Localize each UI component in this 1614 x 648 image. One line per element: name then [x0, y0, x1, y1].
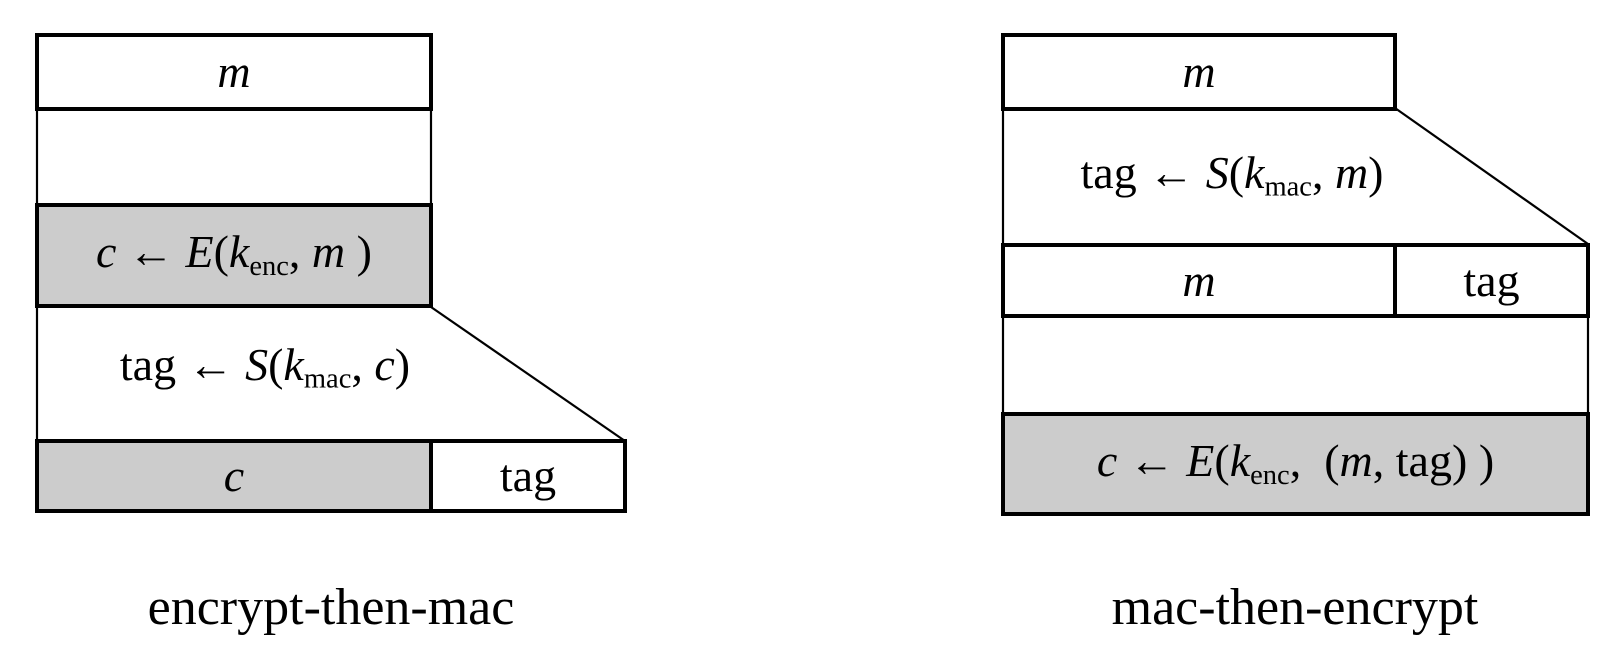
etm-message-box: m [35, 33, 433, 111]
paren-open: ( [1228, 146, 1245, 198]
arrow-left-glyph: ← [176, 338, 246, 390]
mte-message-box: m [1001, 33, 1397, 111]
mte-message-label: m [1182, 46, 1216, 97]
mte-row-tag-box: tag [1393, 243, 1590, 318]
subscript-mac: mac [1264, 171, 1312, 203]
mte-encrypt-box: c ← E(kenc, (m, tag) ) [1001, 412, 1590, 516]
etm-encrypt-box: c ← E(kenc, m ) [35, 203, 433, 308]
subscript-mac: mac [303, 363, 352, 395]
subscript-enc: enc [249, 251, 289, 283]
comma: , [351, 338, 375, 390]
paren-open: ( [1324, 434, 1340, 486]
func-E: E [185, 226, 214, 278]
mte-caption: mac-then-encrypt [1111, 579, 1479, 636]
subscript-enc: enc [1250, 459, 1290, 491]
var-m: m [311, 226, 346, 278]
etm-encrypt-formula: c ← E(kenc, m ) [96, 229, 372, 282]
etm-mac-formula: tag ← S(kmac, c) [119, 338, 411, 395]
comma: , [1372, 434, 1396, 486]
func-S: S [1205, 146, 1229, 198]
arrow-left-glyph: ← [1117, 434, 1187, 486]
paren-close: ) [1467, 434, 1495, 486]
word-tag: tag [1395, 434, 1452, 486]
var-k: k [1244, 146, 1265, 198]
word-tag: tag [1080, 146, 1137, 198]
etm-message-label: m [217, 46, 251, 97]
etm-caption: encrypt-then-mac [147, 579, 515, 636]
etm-ciphertext-label: c [223, 450, 245, 501]
paren-open: ( [1214, 434, 1230, 486]
comma: , [1289, 434, 1325, 486]
paren-close: ) [1368, 146, 1384, 198]
paren-open: ( [268, 338, 284, 390]
arrow-left-glyph: ← [1136, 146, 1206, 198]
func-S: S [245, 338, 269, 390]
mte-encrypt-formula: c ← E(kenc, (m, tag) ) [1096, 434, 1495, 491]
mte-row-message-box: m [1001, 243, 1397, 318]
etm-tag-box: tag [429, 439, 627, 513]
var-k: k [1229, 434, 1251, 486]
etm-tag-label: tag [499, 450, 557, 501]
func-E: E [1186, 434, 1215, 486]
paren-close: ) [394, 338, 411, 390]
var-k: k [228, 226, 250, 278]
var-c: c [96, 226, 117, 278]
mte-row-tag-label: tag [1463, 254, 1520, 306]
etm-diagonal-line [430, 306, 626, 442]
var-c: c [1096, 434, 1118, 486]
var-c: c [374, 338, 395, 390]
etm-ciphertext-box: c [35, 439, 433, 513]
paren-open: ( [213, 226, 229, 278]
paren-close: ) [1451, 434, 1468, 486]
comma: , [288, 226, 312, 278]
paren-close: ) [345, 226, 372, 278]
var-k: k [283, 338, 304, 390]
var-m: m [1339, 434, 1373, 486]
mte-diagonal-line [1394, 107, 1589, 245]
mte-mac-formula: tag ← S(kmac, m) [1080, 146, 1384, 203]
var-m: m [1334, 146, 1369, 198]
word-tag: tag [119, 338, 177, 390]
comma: , [1311, 146, 1335, 198]
mte-row-message-label: m [1182, 254, 1216, 306]
arrow-left-glyph: ← [116, 226, 186, 278]
